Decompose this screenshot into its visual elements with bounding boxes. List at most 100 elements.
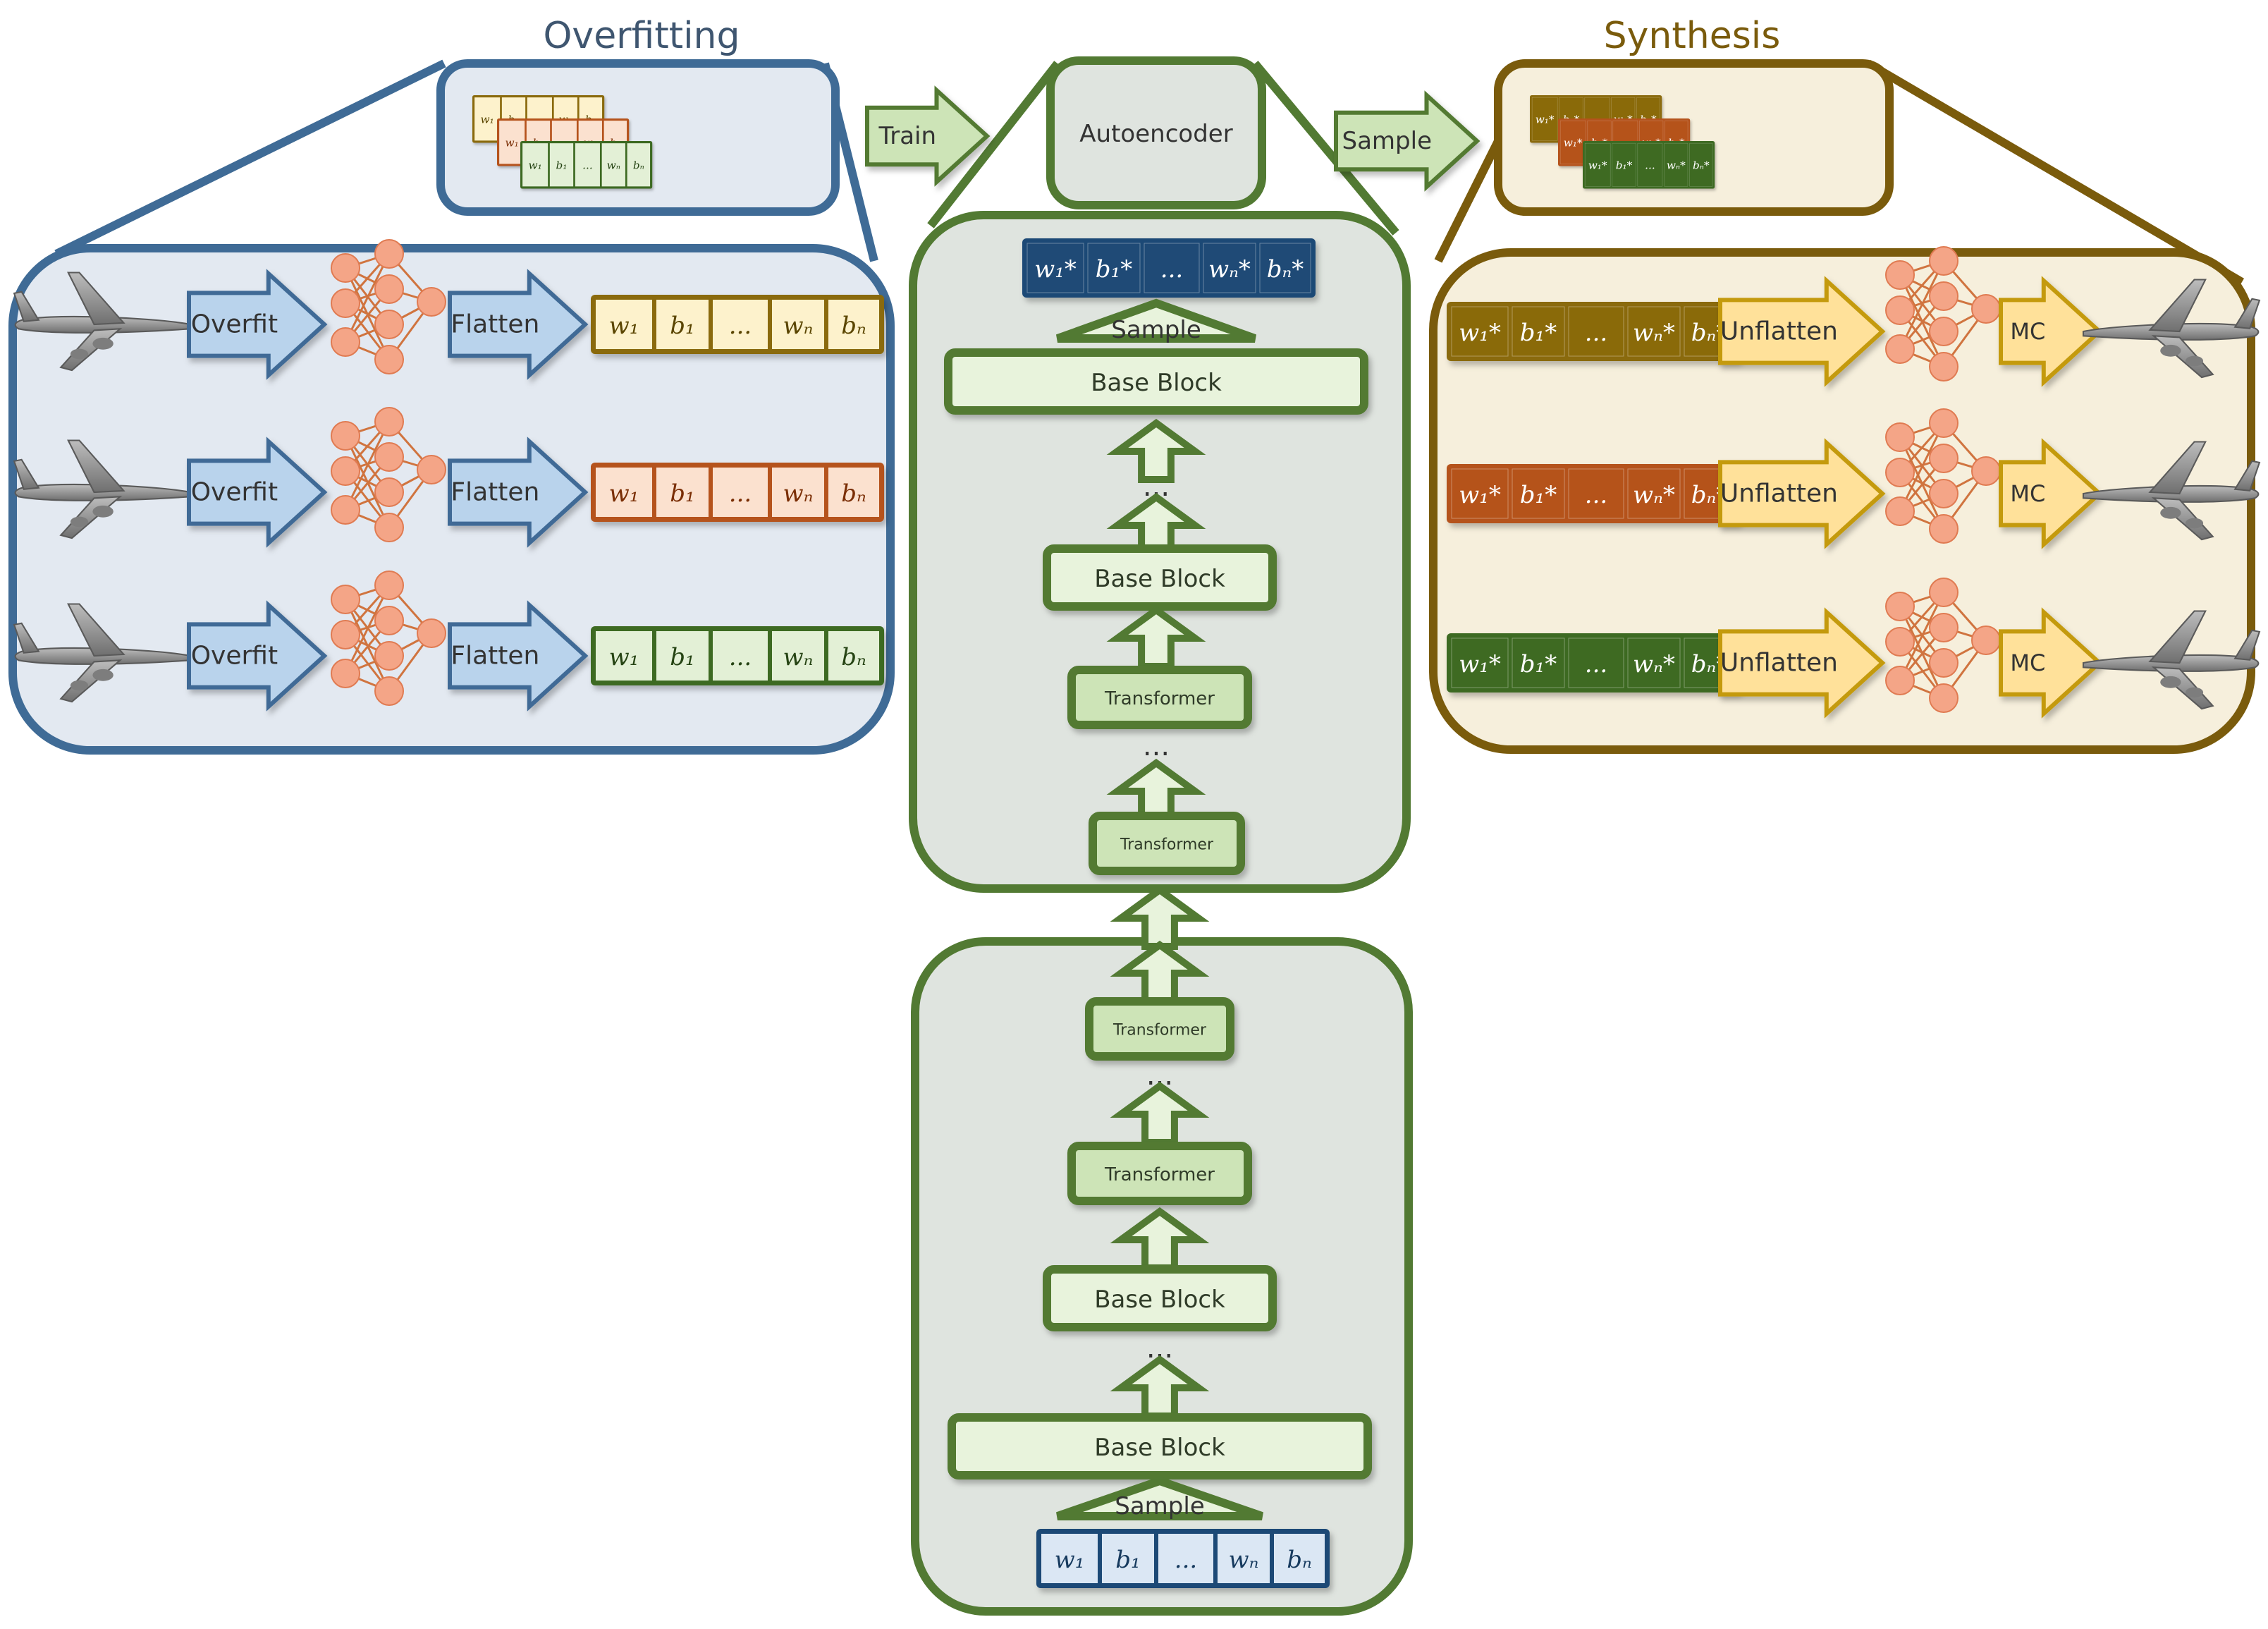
overfit-arrow: Overfit: [187, 600, 328, 712]
token-cell: ...: [1144, 243, 1200, 293]
sample-label: Sample: [1111, 316, 1201, 344]
token-label: w₁*: [1459, 319, 1501, 347]
token-label: wₙ: [783, 480, 814, 508]
sample-arrow-decoder: Sample: [1055, 298, 1257, 344]
token-cell: b₁*: [1512, 306, 1565, 357]
token-cell: ...: [713, 468, 768, 517]
token-label: bₙ: [841, 312, 866, 340]
token-cell: ...: [713, 300, 768, 349]
token-label: w₁: [609, 643, 639, 671]
flatten-arrow: Flatten: [448, 600, 589, 712]
token-label: wₙ: [1229, 1546, 1259, 1574]
base-block: Base Block: [1043, 544, 1277, 611]
token-label: ...: [729, 480, 752, 508]
token-label: w₁: [609, 312, 639, 340]
mc-arrow: MC: [1999, 438, 2103, 549]
autoencoder-label: Autoencoder: [1079, 120, 1232, 148]
token-label: b₁*: [1520, 650, 1557, 678]
flatten-arrow-label: Flatten: [450, 642, 539, 671]
token-cell: w₁*: [1026, 243, 1084, 293]
token-label: ...: [1645, 159, 1655, 172]
synthesis-title: Synthesis: [1604, 15, 1781, 57]
token-label: wₙ*: [1633, 481, 1675, 509]
token-cell: bₙ: [627, 143, 651, 187]
token-label: w₁: [529, 159, 542, 172]
mc-arrow-label: MC: [2010, 649, 2045, 676]
token-label: bₙ: [1287, 1546, 1312, 1574]
token-label: b₁*: [1520, 481, 1557, 509]
token-label: wₙ: [783, 643, 814, 671]
token-label: ...: [1585, 319, 1607, 347]
transformer-block: Transformer: [1067, 1142, 1252, 1205]
token-cell: wₙ: [772, 468, 824, 517]
token-cell: wₙ: [772, 631, 824, 681]
token-cell: wₙ*: [1627, 468, 1681, 519]
flatten-arrow-label: Flatten: [450, 478, 539, 507]
token-cell: b₁: [656, 300, 709, 349]
base-block: Base Block: [1043, 1265, 1277, 1331]
token-label: w₁*: [1459, 650, 1501, 678]
unflatten-arrow: Unflatten: [1718, 438, 1886, 549]
transformer-block-label: Transformer: [1104, 1164, 1215, 1185]
token-cell: w₁: [522, 143, 548, 187]
token-label: wₙ: [783, 312, 814, 340]
token-cell: bₙ*: [1259, 243, 1311, 293]
token-label: b₁: [670, 312, 694, 340]
token-cell: bₙ: [828, 631, 879, 681]
token-label: wₙ*: [1633, 650, 1675, 678]
token-label: w₁*: [1588, 159, 1607, 172]
mc-arrow: MC: [1999, 276, 2103, 387]
train-arrow-label: Train: [878, 122, 936, 150]
token-label: w₁: [481, 114, 494, 126]
token-label: wₙ*: [1208, 255, 1251, 283]
transformer-block-label: Transformer: [1104, 688, 1215, 709]
token-label: ...: [729, 643, 752, 671]
overfit-arrow: Overfit: [187, 269, 328, 380]
token-cell: w₁: [596, 300, 652, 349]
latent-output-vector: w₁*b₁*...wₙ*bₙ*: [1022, 238, 1316, 298]
train-arrow: Train: [865, 85, 991, 187]
token-label: bₙ*: [1693, 159, 1710, 172]
token-cell: wₙ*: [1627, 306, 1681, 357]
token-cell: b₁: [656, 631, 709, 681]
token-label: wₙ: [607, 159, 620, 172]
token-label: b₁: [670, 643, 694, 671]
token-label: wₙ*: [1667, 159, 1686, 172]
overfit-arrow: Overfit: [187, 437, 328, 548]
token-cell: ...: [1637, 142, 1663, 187]
sampled-weight-vector: w₁*b₁*...wₙ*bₙ*: [1447, 302, 1740, 361]
token-cell: w₁*: [1451, 306, 1509, 357]
base-block-label: Base Block: [1094, 565, 1225, 593]
unflatten-arrow-label: Unflatten: [1720, 317, 1838, 346]
flatten-arrow: Flatten: [448, 437, 589, 548]
transformer-block-label: Transformer: [1112, 1022, 1207, 1039]
token-label: w₁*: [1564, 137, 1583, 150]
neural-network: [331, 239, 446, 374]
token-label: b₁: [1115, 1546, 1140, 1574]
token-cell: ...: [1568, 306, 1624, 357]
token-cell: b₁: [549, 143, 574, 187]
token-label: ...: [1160, 255, 1183, 283]
sampled-weight-vector: w₁* b₁*... wₙ* bₙ*: [1583, 141, 1715, 189]
up-arrow: [1106, 418, 1206, 483]
token-cell: b₁*: [1612, 142, 1636, 187]
transformer-block: Transformer: [1089, 812, 1245, 875]
flatten-arrow-label: Flatten: [450, 310, 539, 339]
token-cell: w₁*: [1559, 120, 1586, 164]
token-cell: ...: [1158, 1534, 1213, 1583]
sample-arrow-encoder: Sample: [1056, 1476, 1263, 1520]
unflatten-arrow: Unflatten: [1718, 276, 1886, 387]
flatten-arrow: Flatten: [448, 269, 589, 380]
token-cell: bₙ: [828, 300, 879, 349]
token-cell: wₙ: [772, 300, 824, 349]
token-label: wₙ*: [1633, 319, 1675, 347]
token-cell: w₁: [1041, 1534, 1098, 1583]
token-cell: ...: [575, 143, 600, 187]
